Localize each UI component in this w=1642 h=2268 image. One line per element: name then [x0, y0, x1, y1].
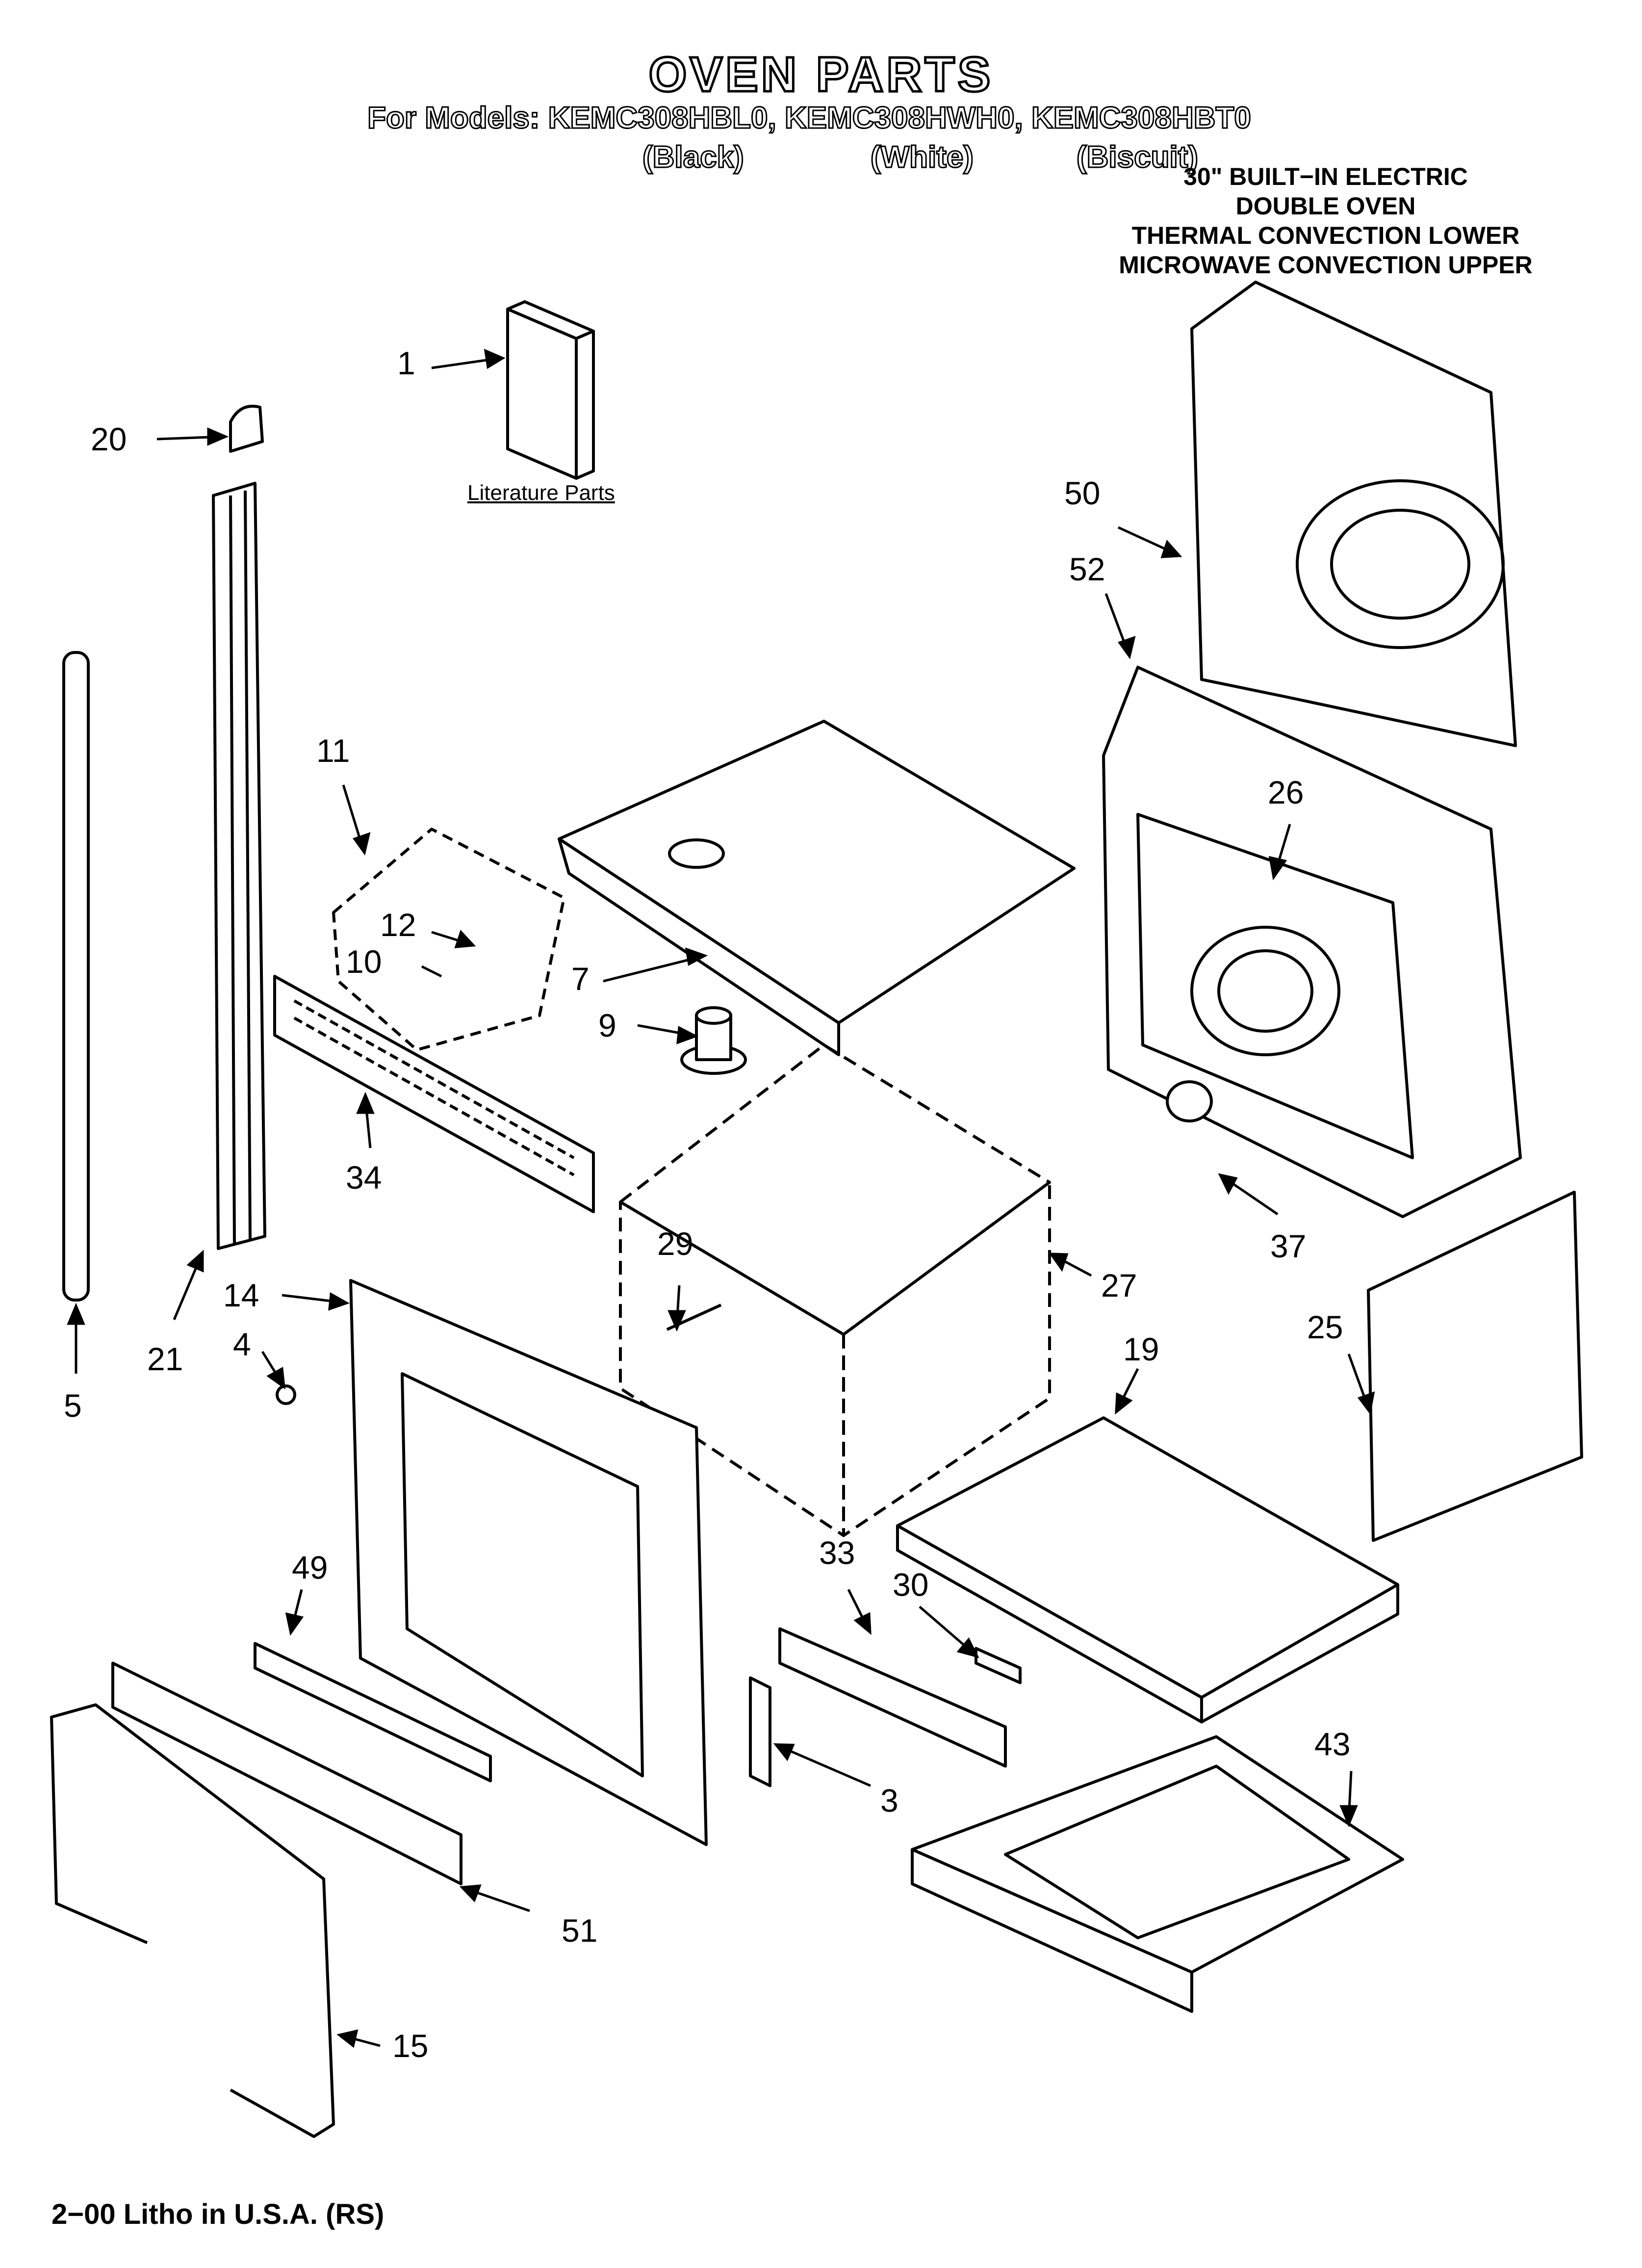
- callout-3: 3: [880, 1782, 898, 1819]
- callout-5: 5: [64, 1387, 82, 1424]
- callout-29: 29: [657, 1225, 693, 1262]
- callout-25: 25: [1307, 1309, 1343, 1345]
- part-thermostat: [1166, 1080, 1213, 1122]
- callout-14: 14: [223, 1277, 259, 1313]
- callout-21: 21: [147, 1341, 183, 1377]
- callout-7: 7: [571, 961, 590, 997]
- part-bracket: [749, 1676, 771, 1787]
- callout-27: 27: [1101, 1267, 1137, 1303]
- callout-19: 19: [1123, 1331, 1159, 1367]
- part-side-trim: [212, 482, 266, 1250]
- callout-50: 50: [1064, 475, 1101, 511]
- part-oven-cavity: [619, 1043, 1051, 1537]
- part-clip: [975, 1647, 1022, 1684]
- literature-parts-label: Literature Parts: [467, 481, 615, 505]
- part-screw: [276, 1384, 296, 1405]
- callout-12: 12: [380, 907, 416, 943]
- part-back-panel: [1190, 281, 1517, 747]
- variant-black: (Black): [642, 140, 745, 175]
- callout-20: 20: [91, 421, 127, 457]
- variant-white: (White): [870, 140, 974, 175]
- part-door-gasket: [50, 1703, 335, 2138]
- callout-4: 4: [233, 1326, 251, 1362]
- callout-33: 33: [819, 1535, 855, 1571]
- part-cap: [229, 405, 264, 453]
- description-line-2: DOUBLE OVEN: [1235, 192, 1416, 220]
- models-line: For Models: KEMC308HBL0, KEMC308HWH0, KE…: [367, 101, 1252, 136]
- part-side-rod: [62, 651, 90, 1302]
- part-base-tray: [911, 1735, 1404, 2013]
- part-channel: [254, 1642, 492, 1782]
- part-literature-booklet: [506, 300, 595, 480]
- page-title: OVEN PARTS: [647, 46, 994, 104]
- part-bracket-strip: [778, 1627, 1007, 1768]
- part-fan-plate: [1136, 813, 1414, 1159]
- part-vent-grille: [273, 975, 595, 1213]
- callout-10: 10: [346, 943, 382, 980]
- part-top-panel: [558, 720, 1076, 1056]
- callout-43: 43: [1314, 1726, 1351, 1762]
- callout-52: 52: [1069, 551, 1105, 587]
- callout-34: 34: [346, 1159, 382, 1196]
- callout-51: 51: [562, 1912, 598, 1949]
- description-line-1: 30" BUILT−IN ELECTRIC: [1183, 163, 1468, 190]
- description-line-3: THERMAL CONVECTION LOWER: [1131, 222, 1520, 249]
- callout-15: 15: [392, 2028, 429, 2064]
- part-bottom-cover: [896, 1416, 1399, 1723]
- callout-26: 26: [1268, 774, 1304, 810]
- callout-37: 37: [1270, 1228, 1307, 1264]
- callout-1: 1: [397, 345, 415, 381]
- variant-biscuit: (Biscuit): [1076, 140, 1199, 175]
- part-fan-motor: [680, 1006, 747, 1075]
- callout-11: 11: [316, 732, 350, 769]
- part-front-frame: [349, 1279, 708, 1846]
- callout-30: 30: [893, 1566, 929, 1603]
- part-light-kit: [332, 828, 565, 1051]
- callout-9: 9: [598, 1007, 616, 1043]
- callout-49: 49: [292, 1549, 328, 1586]
- part-side-panel: [1367, 1191, 1583, 1542]
- description-line-4: MICROWAVE CONVECTION UPPER: [1119, 251, 1533, 279]
- part-bottom-vent: [111, 1662, 462, 1885]
- footer-print-code: 2−00 Litho in U.S.A. (RS): [51, 2198, 385, 2230]
